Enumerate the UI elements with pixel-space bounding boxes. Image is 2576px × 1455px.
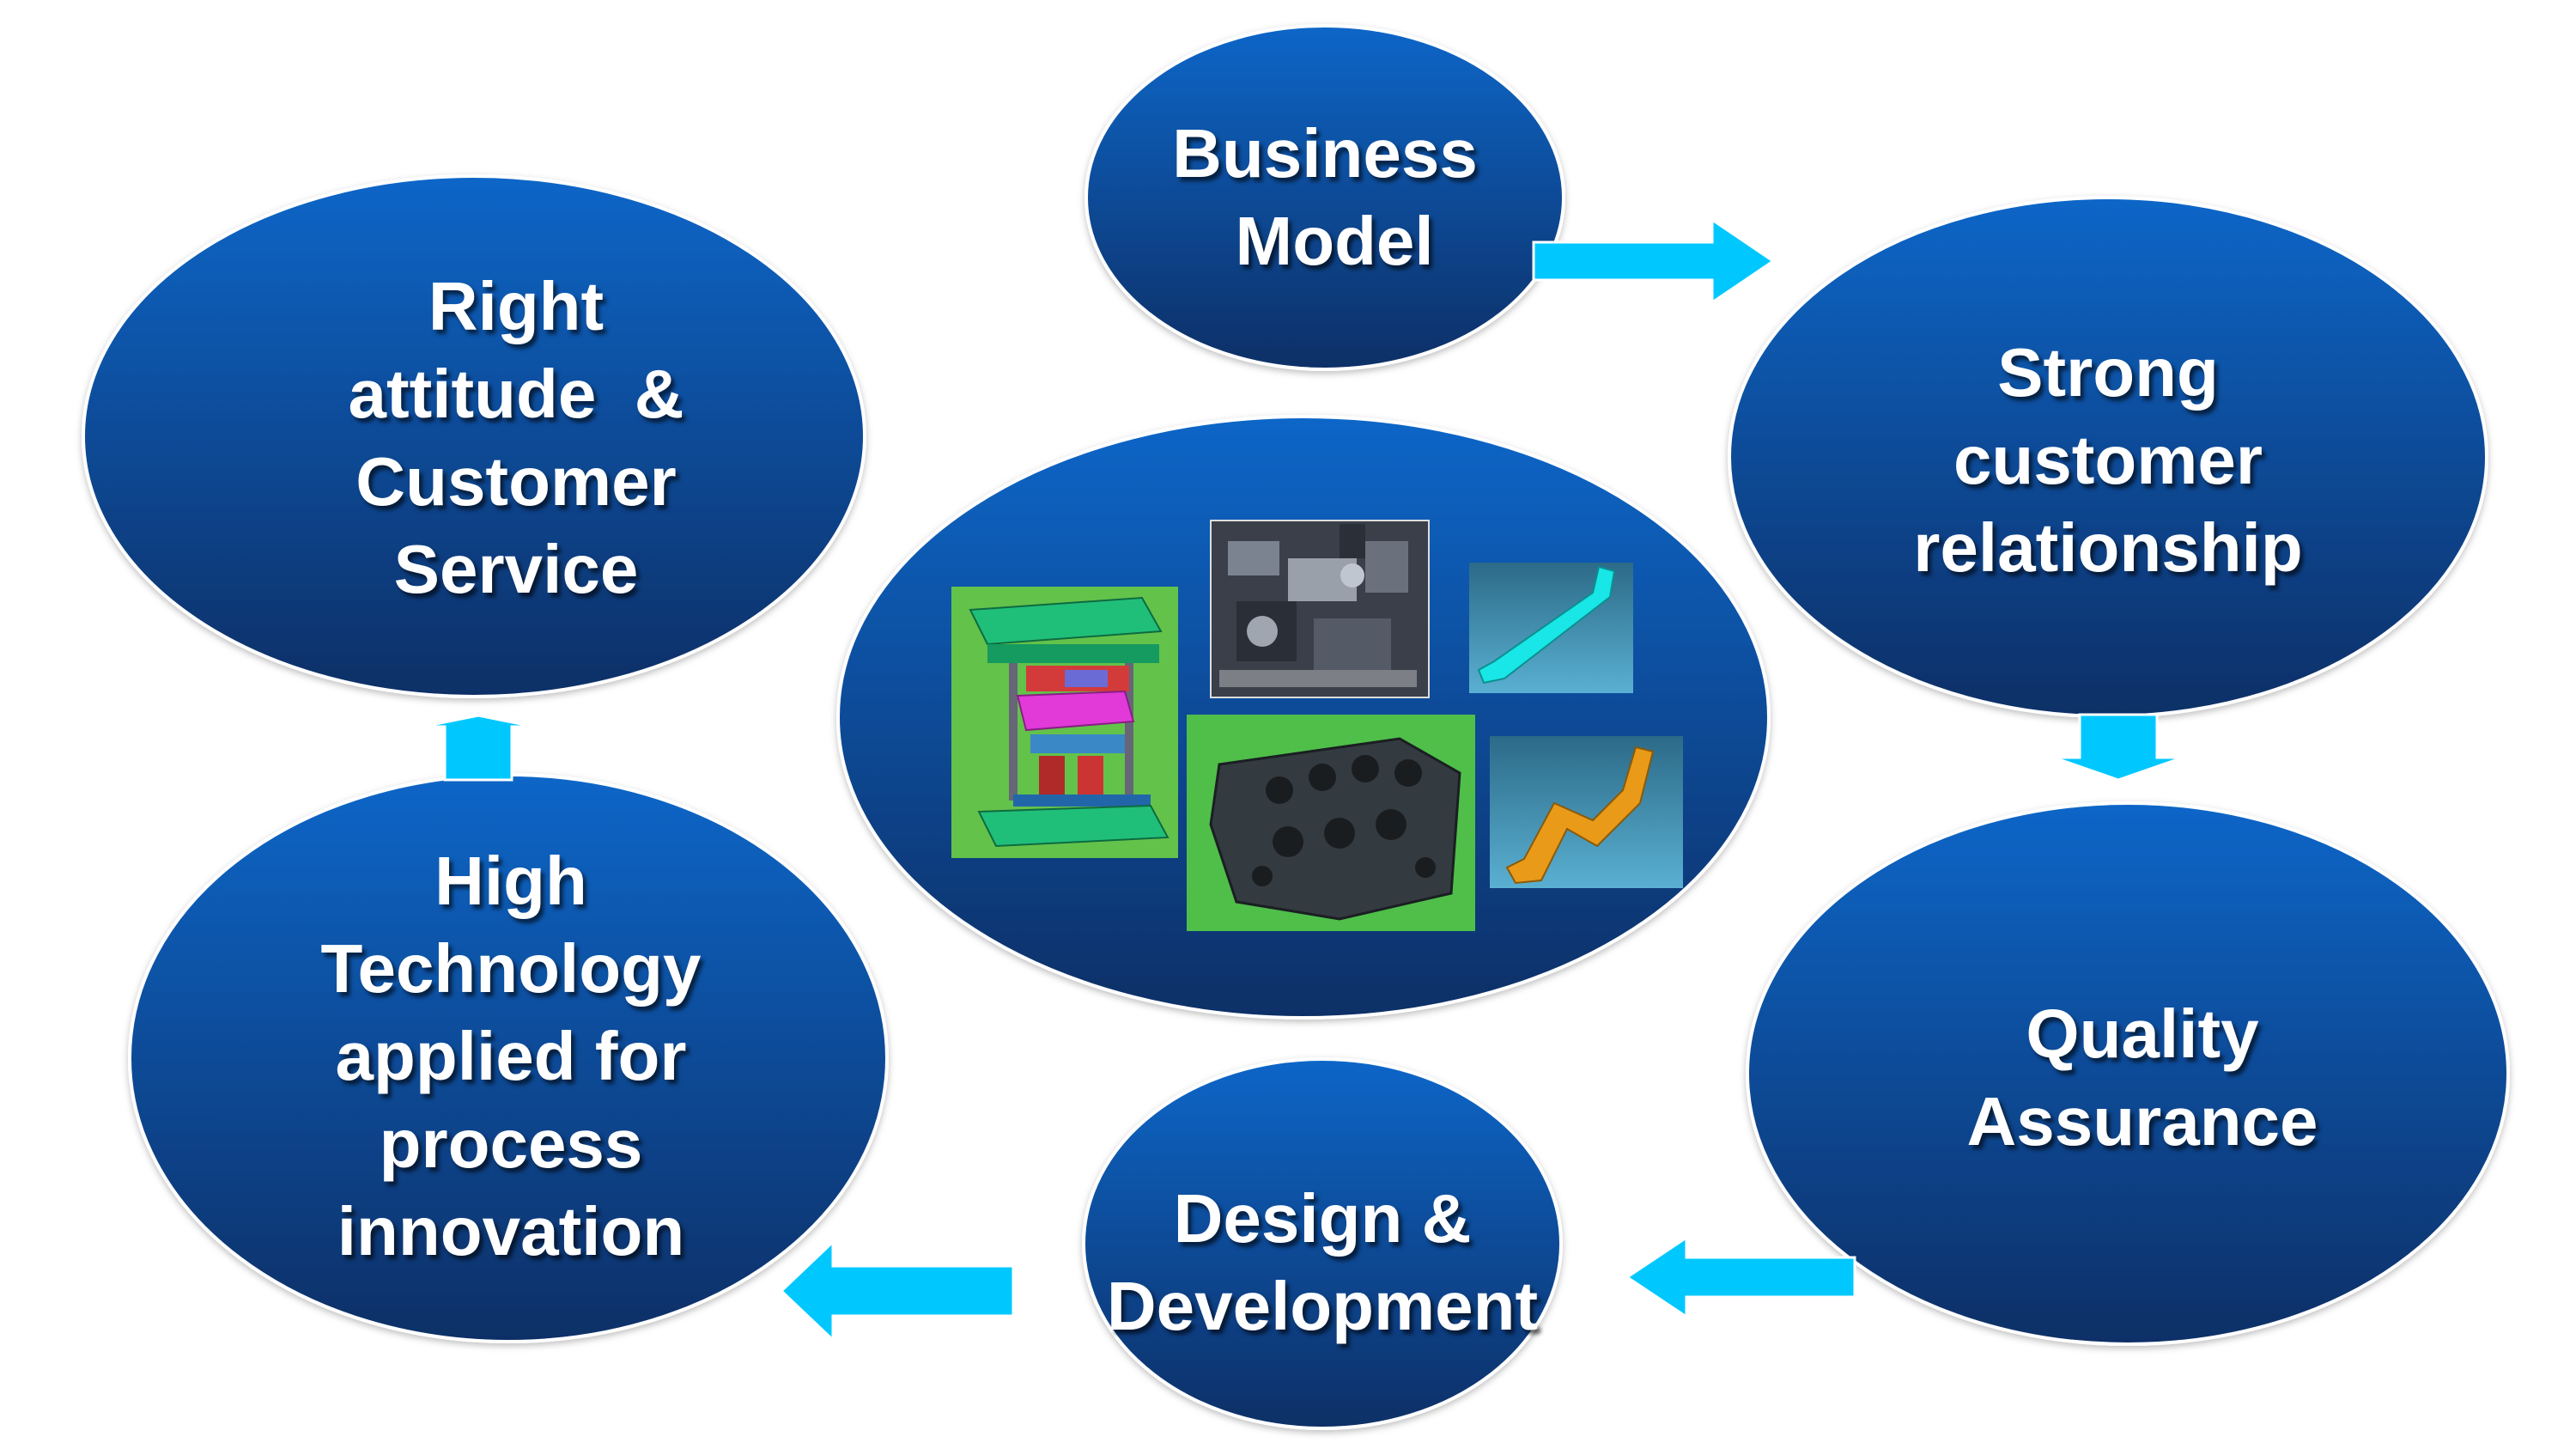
ellipse-design-development	[1082, 1057, 1563, 1430]
die-plate-render-icon	[1187, 715, 1475, 931]
node-label-line: Assurance	[1966, 1083, 2318, 1160]
bracket-render-icon	[1469, 563, 1633, 693]
ellipse-quality-assurance	[1746, 801, 2510, 1346]
node-label-line: customer	[1953, 422, 2263, 498]
arrow-down-icon	[2053, 713, 2184, 782]
arrow-left-icon	[1625, 1235, 1856, 1319]
bracket-render-icon	[1490, 736, 1683, 888]
node-label-line: applied for	[335, 1018, 687, 1094]
node-label-line: Service	[393, 531, 639, 607]
node-label-line: Right	[428, 268, 605, 344]
node-label-line: Customer	[355, 443, 677, 520]
ellipse-right-attitude	[82, 174, 866, 698]
node-label-line: Business	[1172, 115, 1478, 192]
arrow-right-icon	[1532, 217, 1776, 305]
node-label-line: High	[434, 843, 587, 919]
arrow-up-icon	[422, 714, 535, 782]
fixture-photo-icon	[1210, 520, 1430, 698]
node-label-line: attitude &	[348, 356, 684, 432]
ellipse-business-model	[1084, 24, 1565, 371]
node-design-development: Design & Development	[1084, 1160, 1561, 1366]
node-label-line: Model	[1216, 203, 1434, 279]
node-label-line: Design &	[1173, 1180, 1472, 1257]
node-label-line: Development	[1106, 1268, 1539, 1344]
node-strong-customer-relationship: Strong customer relationship	[1752, 306, 2464, 615]
node-business-model: Business Model	[1086, 94, 1564, 301]
arrow-left-icon	[779, 1239, 1015, 1343]
node-label-line: process	[379, 1105, 643, 1182]
node-label-line: Strong	[1997, 334, 2219, 411]
node-label-line: innovation	[337, 1193, 685, 1269]
node-label-line: Quality	[2026, 995, 2259, 1072]
die-assembly-render-icon	[951, 587, 1178, 858]
node-label-line: relationship	[1913, 509, 2303, 586]
node-label-line: Technology	[320, 930, 702, 1007]
